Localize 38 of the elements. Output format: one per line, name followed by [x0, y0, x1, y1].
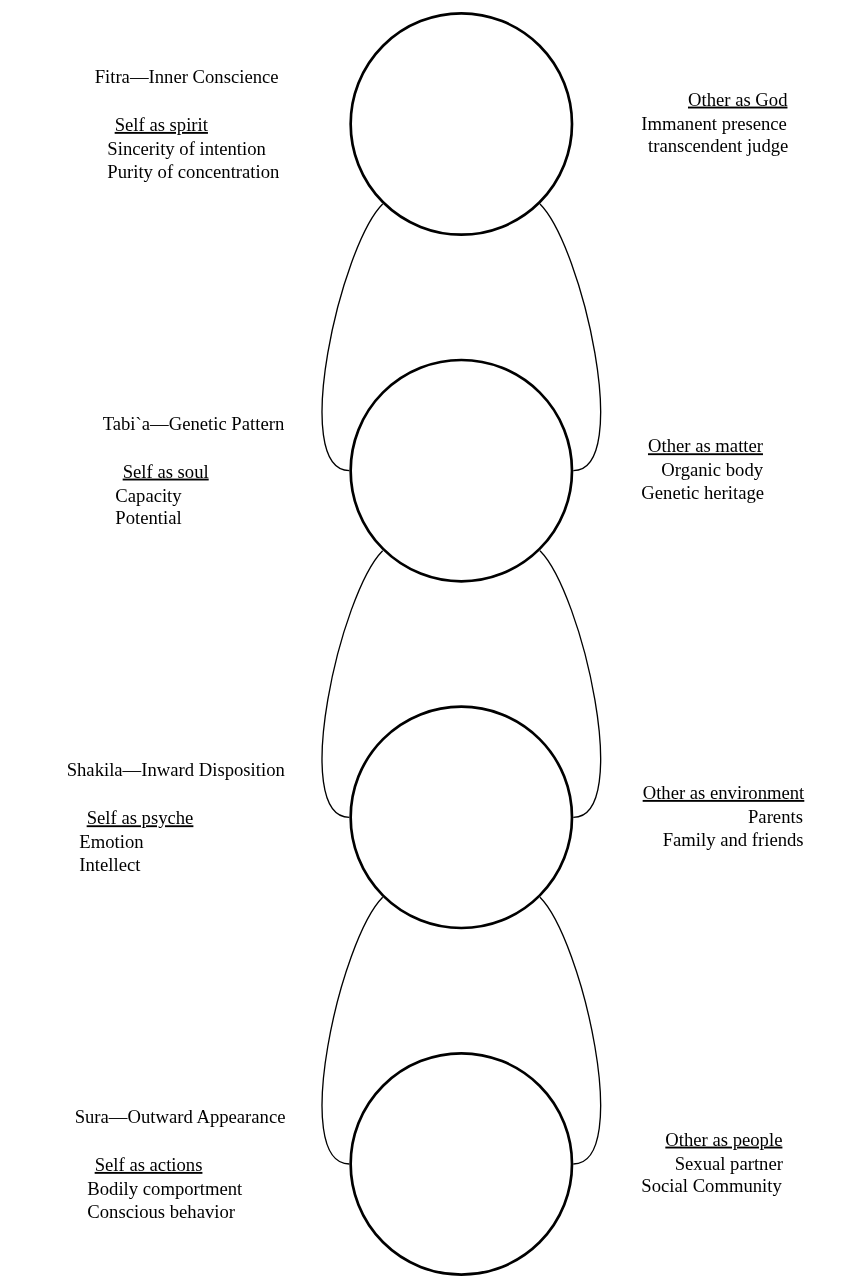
label: Intellect — [79, 853, 141, 875]
label: Parents — [748, 805, 803, 827]
label: Self as spirit — [114, 113, 208, 135]
connector — [321, 896, 384, 1165]
label: Social Community — [641, 1175, 782, 1197]
label: Self as soul — [122, 460, 209, 482]
label: Self as actions — [94, 1153, 203, 1175]
label: Bodily comportment — [87, 1177, 243, 1199]
connector — [539, 896, 602, 1165]
label: Emotion — [79, 831, 144, 853]
label: Other as environment — [642, 781, 805, 803]
label: Other as people — [665, 1128, 783, 1150]
node-circle — [349, 1052, 574, 1276]
label: Genetic heritage — [641, 481, 765, 503]
connector — [321, 203, 384, 472]
label: Family and friends — [662, 828, 804, 850]
connector — [539, 550, 602, 818]
label: Capacity — [115, 484, 182, 506]
label: Self as psyche — [86, 807, 194, 829]
label: Organic body — [661, 459, 764, 481]
connector — [539, 203, 602, 472]
label: Potential — [115, 507, 182, 529]
label: Other as God — [688, 88, 788, 110]
node-circle — [349, 705, 574, 930]
label: Sura—Outward Appearance — [74, 1105, 286, 1127]
node-circle — [349, 358, 574, 583]
label: Other as matter — [648, 435, 763, 457]
label: Shakila—Inward Disposition — [66, 759, 285, 781]
label: Immanent presence — [641, 112, 787, 134]
label: Fitra—Inner Conscience — [94, 65, 279, 87]
label: Tabi`a—Genetic Pattern — [102, 412, 285, 434]
connector — [321, 550, 384, 818]
label: Conscious behavior — [87, 1200, 236, 1222]
node-circle — [349, 12, 574, 236]
label: Purity of concentration — [107, 160, 280, 182]
label: Sincerity of intention — [107, 137, 266, 159]
label: Sexual partner — [674, 1152, 783, 1174]
label: transcendent judge — [648, 135, 789, 157]
